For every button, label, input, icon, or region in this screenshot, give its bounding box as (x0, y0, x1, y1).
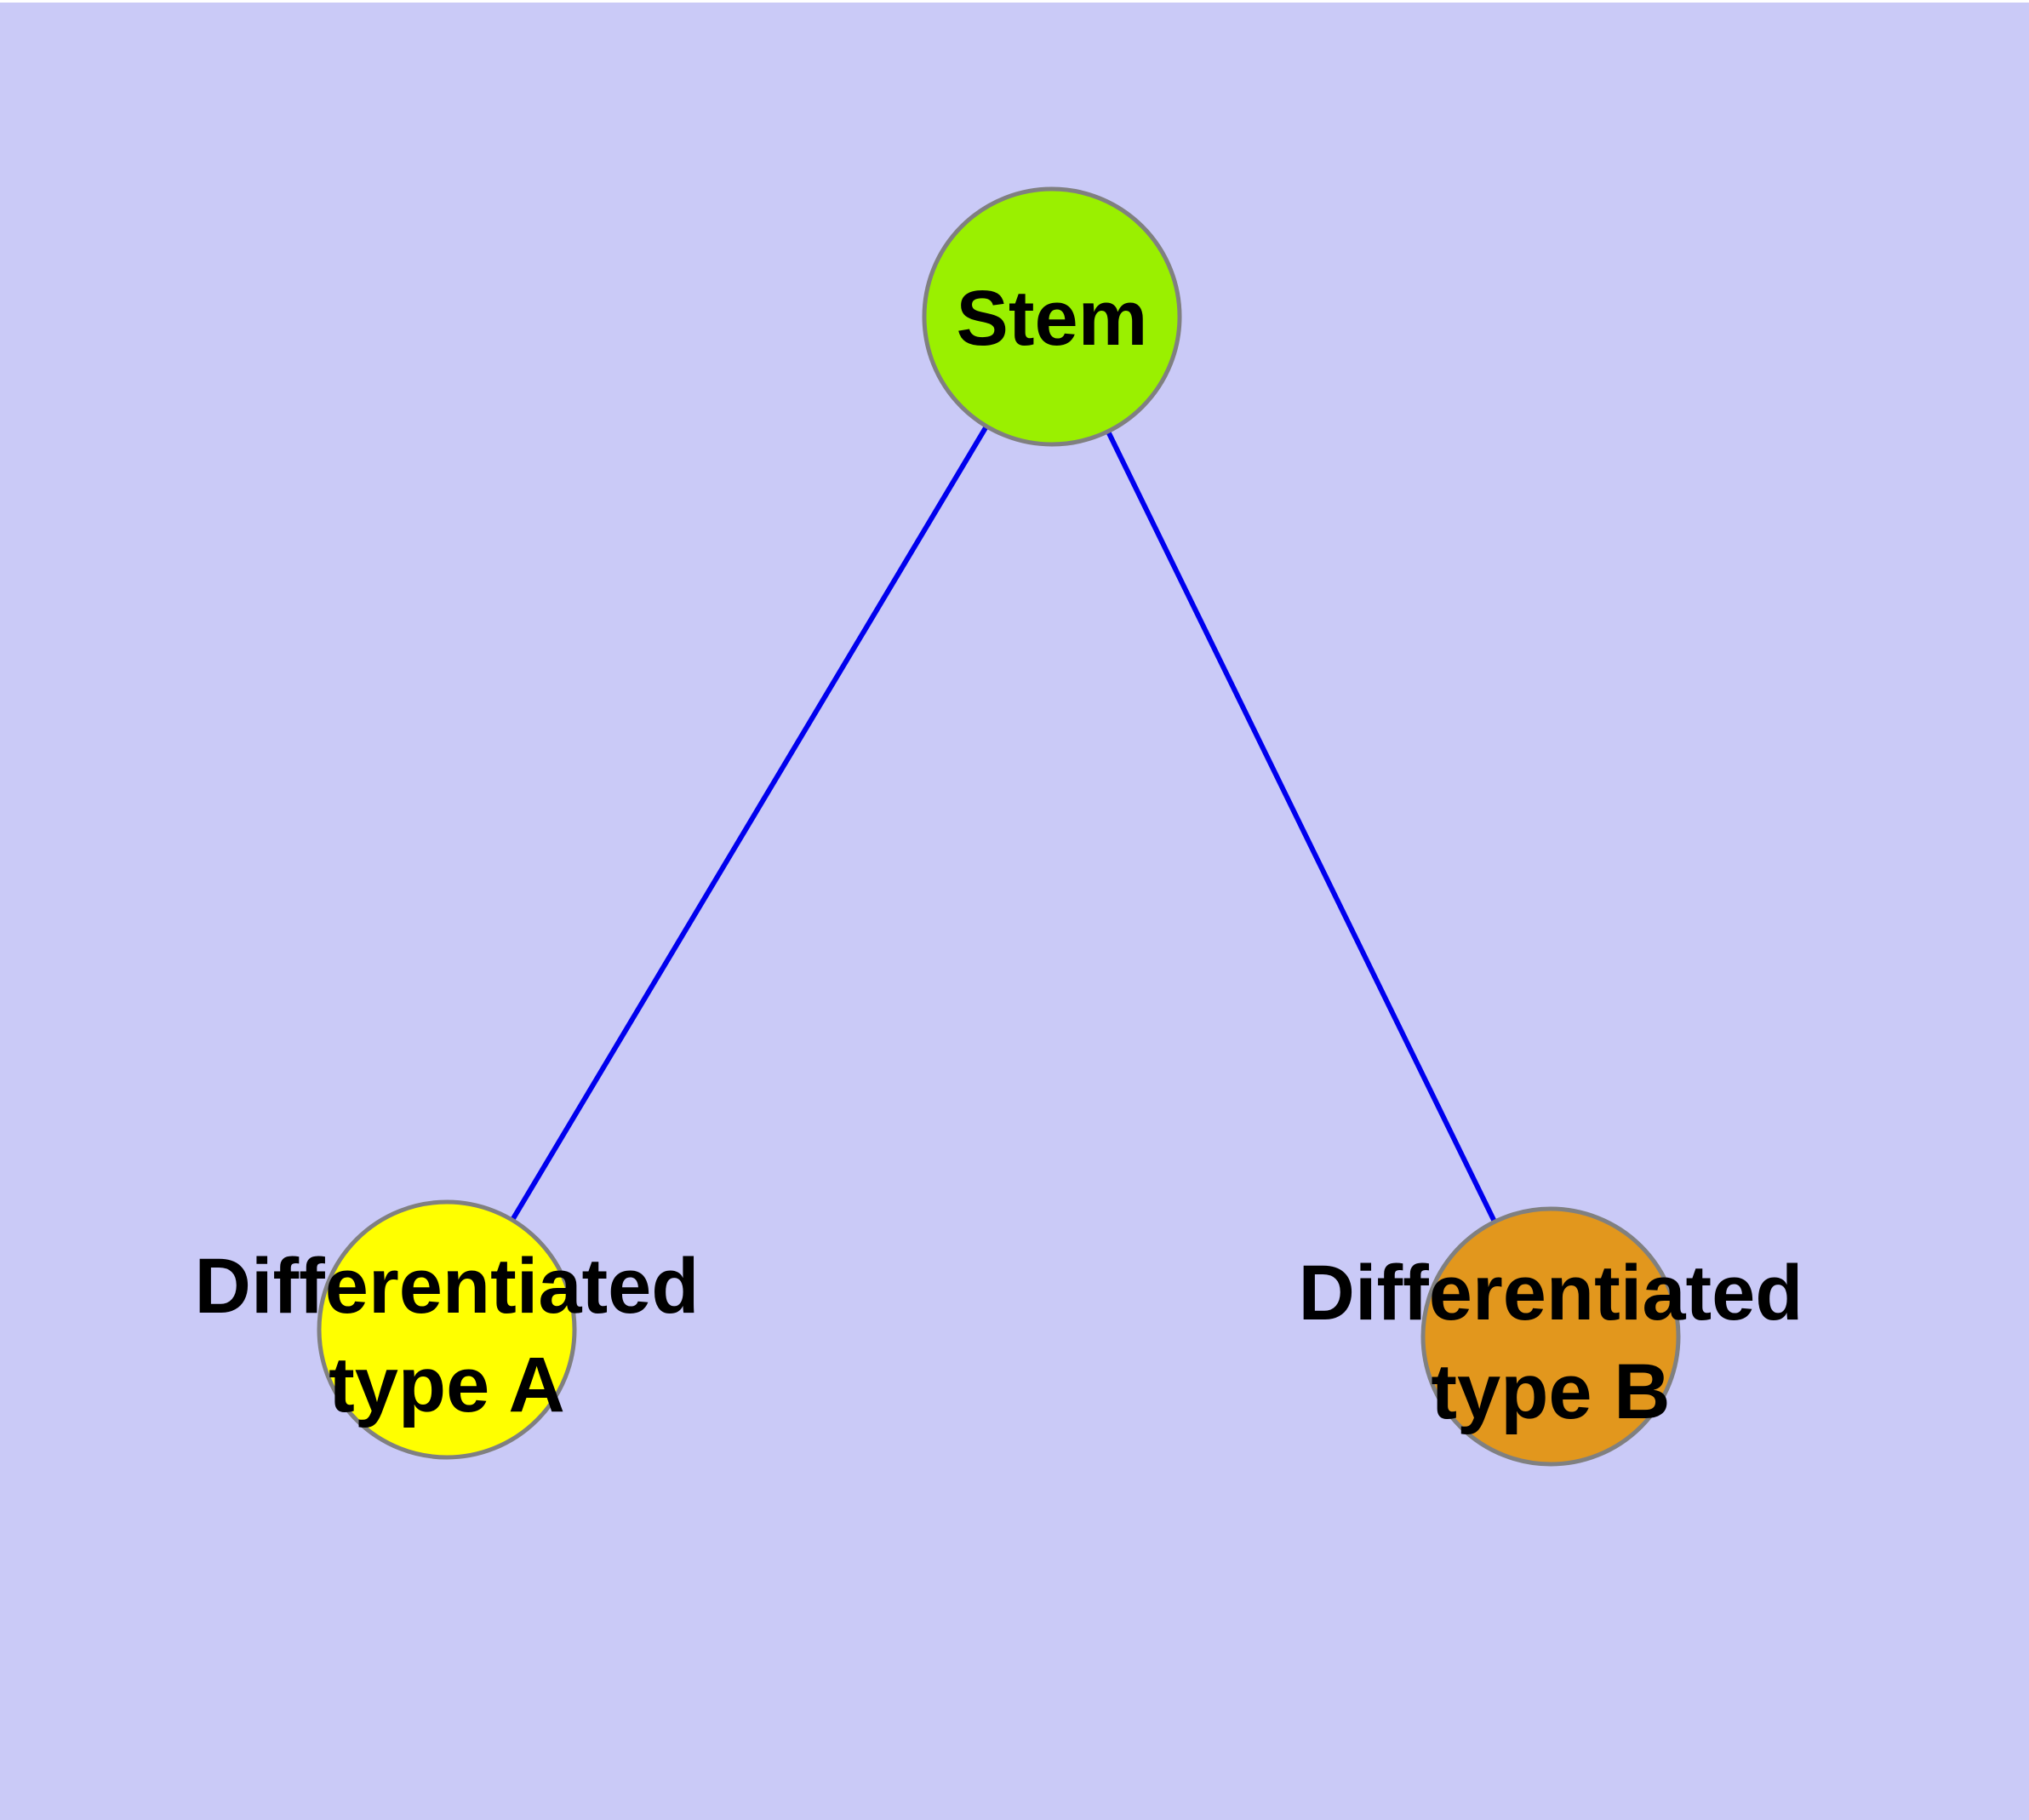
node-stem-label: Stem (957, 275, 1148, 362)
node-stem-circle (922, 186, 1182, 447)
edge-stem-to-type-a (444, 315, 1055, 1331)
node-type-a-circle (317, 1199, 577, 1460)
node-type-a-label-line2: type A (329, 1342, 565, 1428)
edge-stem-to-type-b (1049, 315, 1553, 1338)
node-type-a-label-line1: Differentiated (195, 1243, 700, 1330)
node-type-b-label-line2: type B (1431, 1348, 1670, 1435)
node-type-b-circle (1420, 1206, 1681, 1467)
node-type-b-label-line1: Differentiated (1299, 1250, 1803, 1336)
